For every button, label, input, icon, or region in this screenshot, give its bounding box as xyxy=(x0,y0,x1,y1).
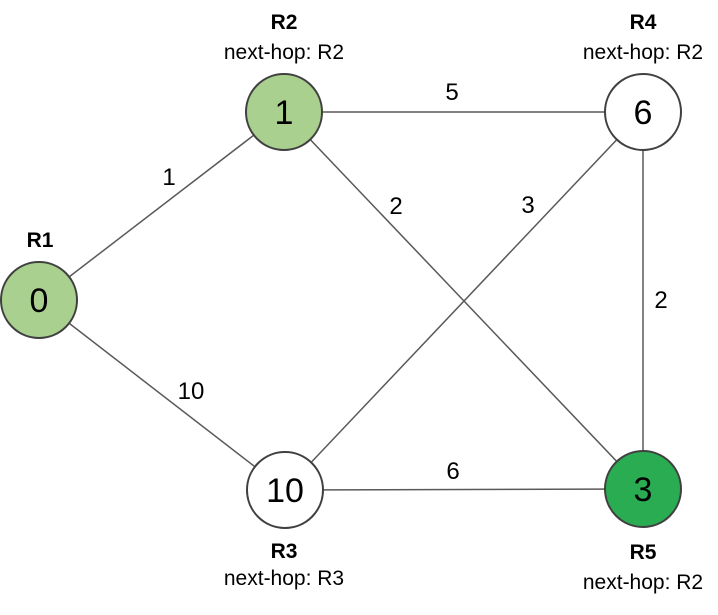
node-r5-title: R5 xyxy=(630,541,657,564)
node-r3-title: R3 xyxy=(271,540,298,563)
node-r2-title: R2 xyxy=(271,11,298,34)
edge-weight-r4-r5: 2 xyxy=(654,287,667,314)
edge-weight-r3-r5: 6 xyxy=(446,458,459,485)
node-r4-value: 6 xyxy=(634,94,653,132)
edge-r1-r2 xyxy=(38,111,285,301)
node-r5-nexthop: next-hop: R2 xyxy=(583,571,703,594)
node-r3-value: 10 xyxy=(266,472,304,510)
node-r4 xyxy=(604,73,682,151)
node-r2 xyxy=(245,73,323,151)
edge-r3-r5 xyxy=(284,488,644,491)
node-r5-value: 3 xyxy=(634,471,653,509)
node-r3 xyxy=(246,451,324,529)
node-r5 xyxy=(604,450,682,528)
edge-weight-r2-r5: 2 xyxy=(389,193,402,220)
edge-weight-r3-r4: 3 xyxy=(521,192,534,219)
node-r1-value: 0 xyxy=(30,282,49,320)
edge-r1-r3 xyxy=(38,299,286,491)
edge-weight-r2-r4: 5 xyxy=(445,79,458,106)
node-r1 xyxy=(0,261,78,339)
node-r2-nexthop: next-hop: R2 xyxy=(224,41,344,64)
edge-weight-r1-r2: 1 xyxy=(162,164,175,191)
node-r1-title: R1 xyxy=(27,229,54,252)
edge-weight-r1-r3: 10 xyxy=(178,378,205,405)
node-r3-nexthop: next-hop: R3 xyxy=(224,567,344,590)
node-r4-title: R4 xyxy=(630,11,657,34)
node-r2-value: 1 xyxy=(275,94,294,132)
node-r4-nexthop: next-hop: R2 xyxy=(583,41,703,64)
edge-r3-r4 xyxy=(284,111,644,491)
